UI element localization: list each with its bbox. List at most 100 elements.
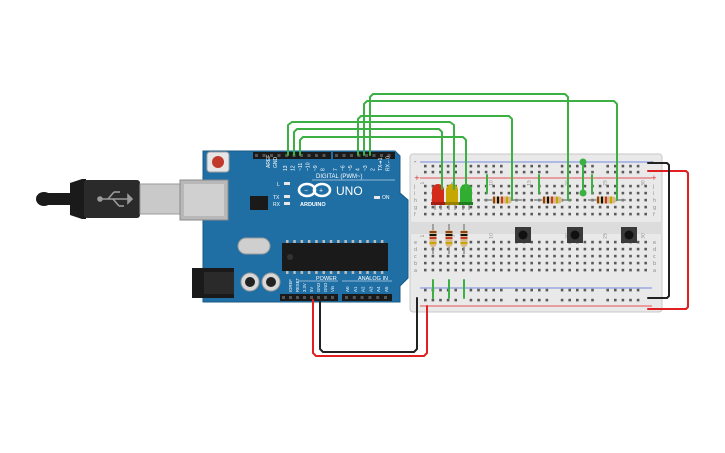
column-number: 10 — [488, 180, 494, 186]
header-hole[interactable] — [342, 154, 346, 157]
wire-green-pin11-led[interactable] — [299, 136, 467, 190]
usb-strain-relief — [70, 179, 86, 219]
header-hole[interactable] — [270, 154, 273, 157]
resistor[interactable] — [460, 224, 468, 254]
column-number: 1 — [420, 234, 426, 237]
header-hole[interactable] — [300, 154, 303, 157]
row-letter: i — [653, 191, 654, 197]
power-pin-label: RESET — [295, 278, 300, 292]
resistor[interactable] — [429, 224, 437, 254]
wire-red-rail-bridge[interactable] — [647, 170, 689, 310]
header-hole[interactable] — [352, 296, 356, 299]
resistor[interactable] — [588, 196, 626, 204]
header-hole[interactable] — [322, 154, 326, 157]
ic-pins-bottom — [286, 271, 384, 274]
resistors[interactable] — [429, 196, 627, 255]
pushbutton-2[interactable] — [567, 227, 583, 243]
row-letter: j — [413, 184, 415, 190]
row-letter: f — [414, 212, 416, 218]
wire-black-rail-bridge[interactable] — [647, 162, 670, 299]
arduino-infinity-icon — [297, 182, 332, 198]
resistor[interactable] — [445, 224, 453, 254]
led-l — [284, 182, 290, 185]
header-hole[interactable] — [282, 296, 285, 299]
digital-pin-label: ~11 — [298, 163, 304, 171]
digital-pin-label: 4 — [356, 168, 362, 171]
digital-pin-label: TX➔1 — [378, 157, 384, 171]
header-hole[interactable] — [357, 154, 361, 157]
led-icon — [460, 184, 472, 203]
header-hole[interactable] — [384, 296, 387, 299]
column-number: 30 — [640, 233, 646, 239]
header-hole[interactable] — [372, 154, 376, 157]
header-hole[interactable] — [380, 154, 383, 157]
header-hole[interactable] — [303, 296, 306, 299]
power-pin-label: IOREF — [288, 279, 293, 292]
header-hole[interactable] — [289, 296, 292, 299]
led-tx-label: TX — [273, 195, 280, 201]
usb-cable[interactable] — [36, 179, 183, 219]
header-hole[interactable] — [307, 154, 311, 157]
header-hole[interactable] — [324, 296, 327, 299]
header-hole[interactable] — [296, 296, 299, 299]
power-pin-label: 3.3V — [302, 283, 307, 292]
row-letter: g — [414, 205, 417, 211]
digital-pin-label: 13 — [283, 165, 289, 171]
led-on-label: ON — [382, 195, 390, 201]
header-hole[interactable] — [360, 296, 364, 299]
led-green[interactable] — [459, 184, 473, 210]
header-hole[interactable] — [255, 154, 258, 157]
pin-gnd-label: GND — [273, 157, 279, 169]
header-hole[interactable] — [262, 154, 266, 157]
digital-pin-label: 8 — [321, 168, 327, 171]
header-hole[interactable] — [277, 154, 281, 157]
header-hole[interactable] — [315, 154, 318, 157]
header-hole[interactable] — [368, 296, 372, 299]
resistor[interactable] — [534, 196, 572, 204]
wire-red-5v[interactable] — [312, 299, 428, 357]
analog-pin-label: A3 — [368, 286, 373, 292]
reset-button[interactable] — [212, 156, 224, 168]
header-hole[interactable] — [285, 154, 288, 157]
usb-chip — [250, 196, 268, 210]
column-number: 1 — [420, 181, 426, 184]
resistor[interactable] — [484, 196, 522, 204]
header-hole[interactable] — [350, 154, 353, 157]
row-letter: g — [653, 205, 656, 211]
wire-green-pin12-led[interactable] — [293, 128, 443, 190]
column-number: 15 — [526, 180, 532, 186]
led-icon — [446, 184, 458, 203]
row-letter: e — [653, 240, 656, 246]
header-hole[interactable] — [345, 296, 348, 299]
wire-green-pin5-button1[interactable] — [357, 115, 513, 201]
power-pin-label: Vin — [330, 285, 335, 292]
rail-plus-label: + — [414, 174, 420, 182]
digital-pin-label: ~3 — [363, 165, 369, 171]
power-header-title: POWER — [316, 276, 337, 282]
header-hole[interactable] — [387, 154, 391, 157]
wire-black-gnd[interactable] — [319, 297, 418, 353]
column-number: 30 — [640, 180, 646, 186]
row-letter: h — [653, 198, 656, 204]
header-hole[interactable] — [331, 296, 334, 299]
header-hole[interactable] — [376, 296, 380, 299]
usb-cable-wire — [44, 193, 72, 205]
wire-green-pin3-button2[interactable] — [369, 93, 569, 201]
analog-pin-label: A4 — [376, 286, 381, 292]
analog-pin-label: A5 — [384, 286, 389, 292]
pushbutton-3[interactable] — [621, 227, 637, 243]
wire-green-pin4-button3[interactable] — [363, 100, 618, 201]
row-letter: c — [653, 254, 656, 260]
header-hole[interactable] — [365, 154, 368, 157]
column-number: 10 — [488, 233, 494, 239]
ic-pins-top — [286, 240, 384, 243]
header-hole[interactable] — [335, 154, 338, 157]
header-hole[interactable] — [310, 296, 313, 299]
pushbutton-1[interactable] — [515, 227, 531, 243]
header-hole[interactable] — [317, 296, 320, 299]
power-pin-label: 5V — [309, 287, 314, 292]
analog-pin-label: A1 — [353, 286, 358, 292]
